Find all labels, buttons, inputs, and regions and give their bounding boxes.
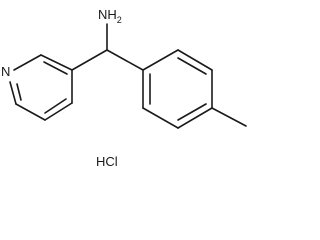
bond: [177, 49, 213, 71]
pyridine-nitrogen-label: N: [1, 64, 10, 79]
bond: [40, 54, 73, 71]
tolyl-ring: [142, 49, 213, 129]
bond: [15, 103, 46, 121]
bond: [177, 107, 213, 129]
bond: [71, 49, 108, 71]
central-carbon: [71, 23, 144, 71]
bond: [13, 54, 42, 71]
bond: [106, 49, 144, 71]
double-bond: [16, 83, 22, 101]
bond: [142, 107, 179, 129]
bond: [142, 49, 179, 71]
molecule-svg: NH2 N HCl: [1, 7, 247, 169]
double-bond: [177, 103, 207, 121]
methyl-bond: [211, 107, 247, 127]
pyridine-ring: [9, 54, 73, 121]
double-bond: [177, 57, 207, 75]
bond: [9, 81, 17, 105]
double-bond: [43, 61, 68, 75]
amine-label: NH2: [98, 7, 122, 25]
bond: [44, 102, 73, 121]
salt-label: HCl: [96, 154, 118, 169]
double-bond: [44, 98, 67, 114]
structure-drawing: NH2 N HCl: [1, 7, 247, 169]
